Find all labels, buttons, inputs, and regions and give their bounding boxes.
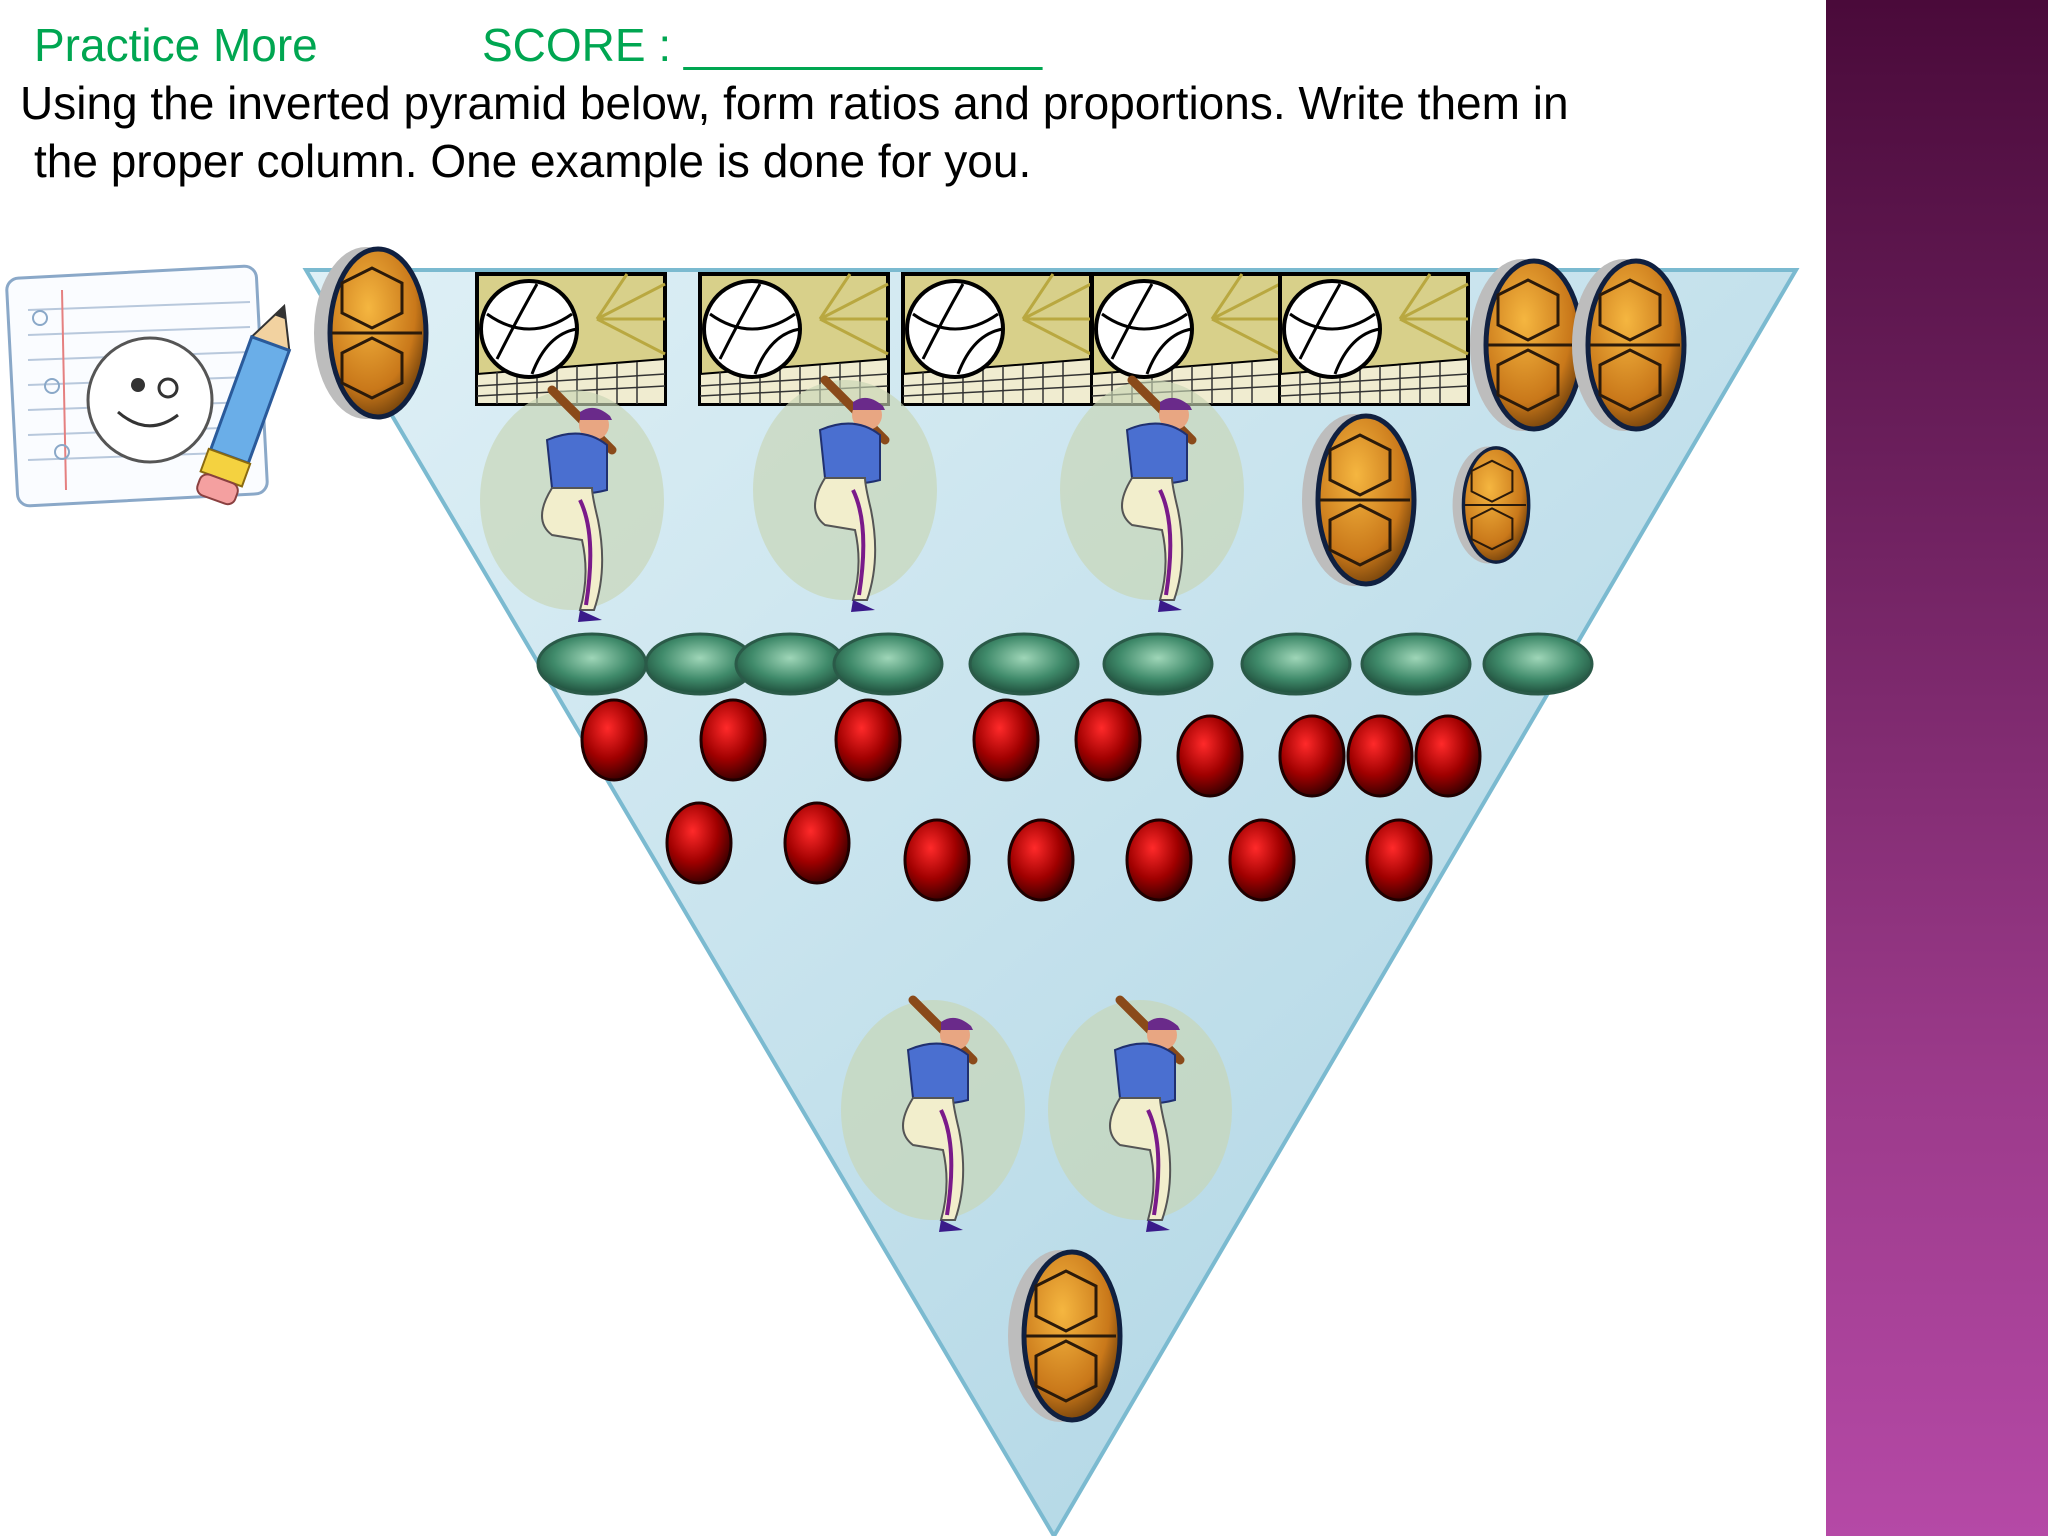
red-ball-icon (972, 698, 1040, 782)
red-ball-icon (699, 698, 767, 782)
slide: Practice More SCORE : ______________ Usi… (5, 0, 1800, 1536)
green-ball-icon (1482, 632, 1594, 696)
red-ball-icon (580, 698, 648, 782)
decorative-side-band (1826, 0, 2048, 1536)
green-ball-icon (734, 632, 846, 696)
red-ball-icon (1228, 818, 1296, 902)
red-ball-icon (1414, 714, 1482, 798)
green-ball-icon (1360, 632, 1472, 696)
basketball-icon (1008, 1250, 1120, 1422)
score-label: SCORE : ______________ (482, 19, 1043, 71)
red-ball-icon (1278, 714, 1346, 798)
slide-title: Practice More (34, 19, 318, 71)
red-ball-icon (1007, 818, 1075, 902)
green-ball-icon (536, 632, 648, 696)
green-ball-icon (968, 632, 1080, 696)
red-ball-icon (783, 801, 851, 885)
red-ball-icon (834, 698, 902, 782)
red-ball-icon (1365, 818, 1433, 902)
basketball-icon (1470, 259, 1582, 431)
basketball-icon (1572, 259, 1684, 431)
volleyball-icon (1278, 272, 1470, 406)
volleyball-icon (901, 272, 1093, 406)
red-ball-icon (1074, 698, 1142, 782)
inverted-pyramid (302, 268, 1800, 1536)
green-ball-icon (1102, 632, 1214, 696)
basketball-icon (1450, 444, 1531, 566)
notebook-pencil-clipart (5, 264, 292, 508)
red-ball-icon (665, 801, 733, 885)
instructions-line-2: the proper column. One example is done f… (34, 135, 1032, 187)
volleyball-icon (475, 272, 667, 406)
basketball-icon (314, 247, 426, 419)
instructions: Using the inverted pyramid below, form r… (20, 74, 1780, 190)
red-ball-icon (903, 818, 971, 902)
red-ball-icon (1346, 714, 1414, 798)
green-ball-icon (1240, 632, 1352, 696)
red-ball-icon (1176, 714, 1244, 798)
instructions-line-1: Using the inverted pyramid below, form r… (20, 77, 1569, 129)
volleyball-icon (1090, 272, 1282, 406)
green-ball-icon (832, 632, 944, 696)
pyramid-figure (5, 0, 1800, 1536)
basketball-icon (1302, 414, 1414, 586)
red-ball-icon (1125, 818, 1193, 902)
